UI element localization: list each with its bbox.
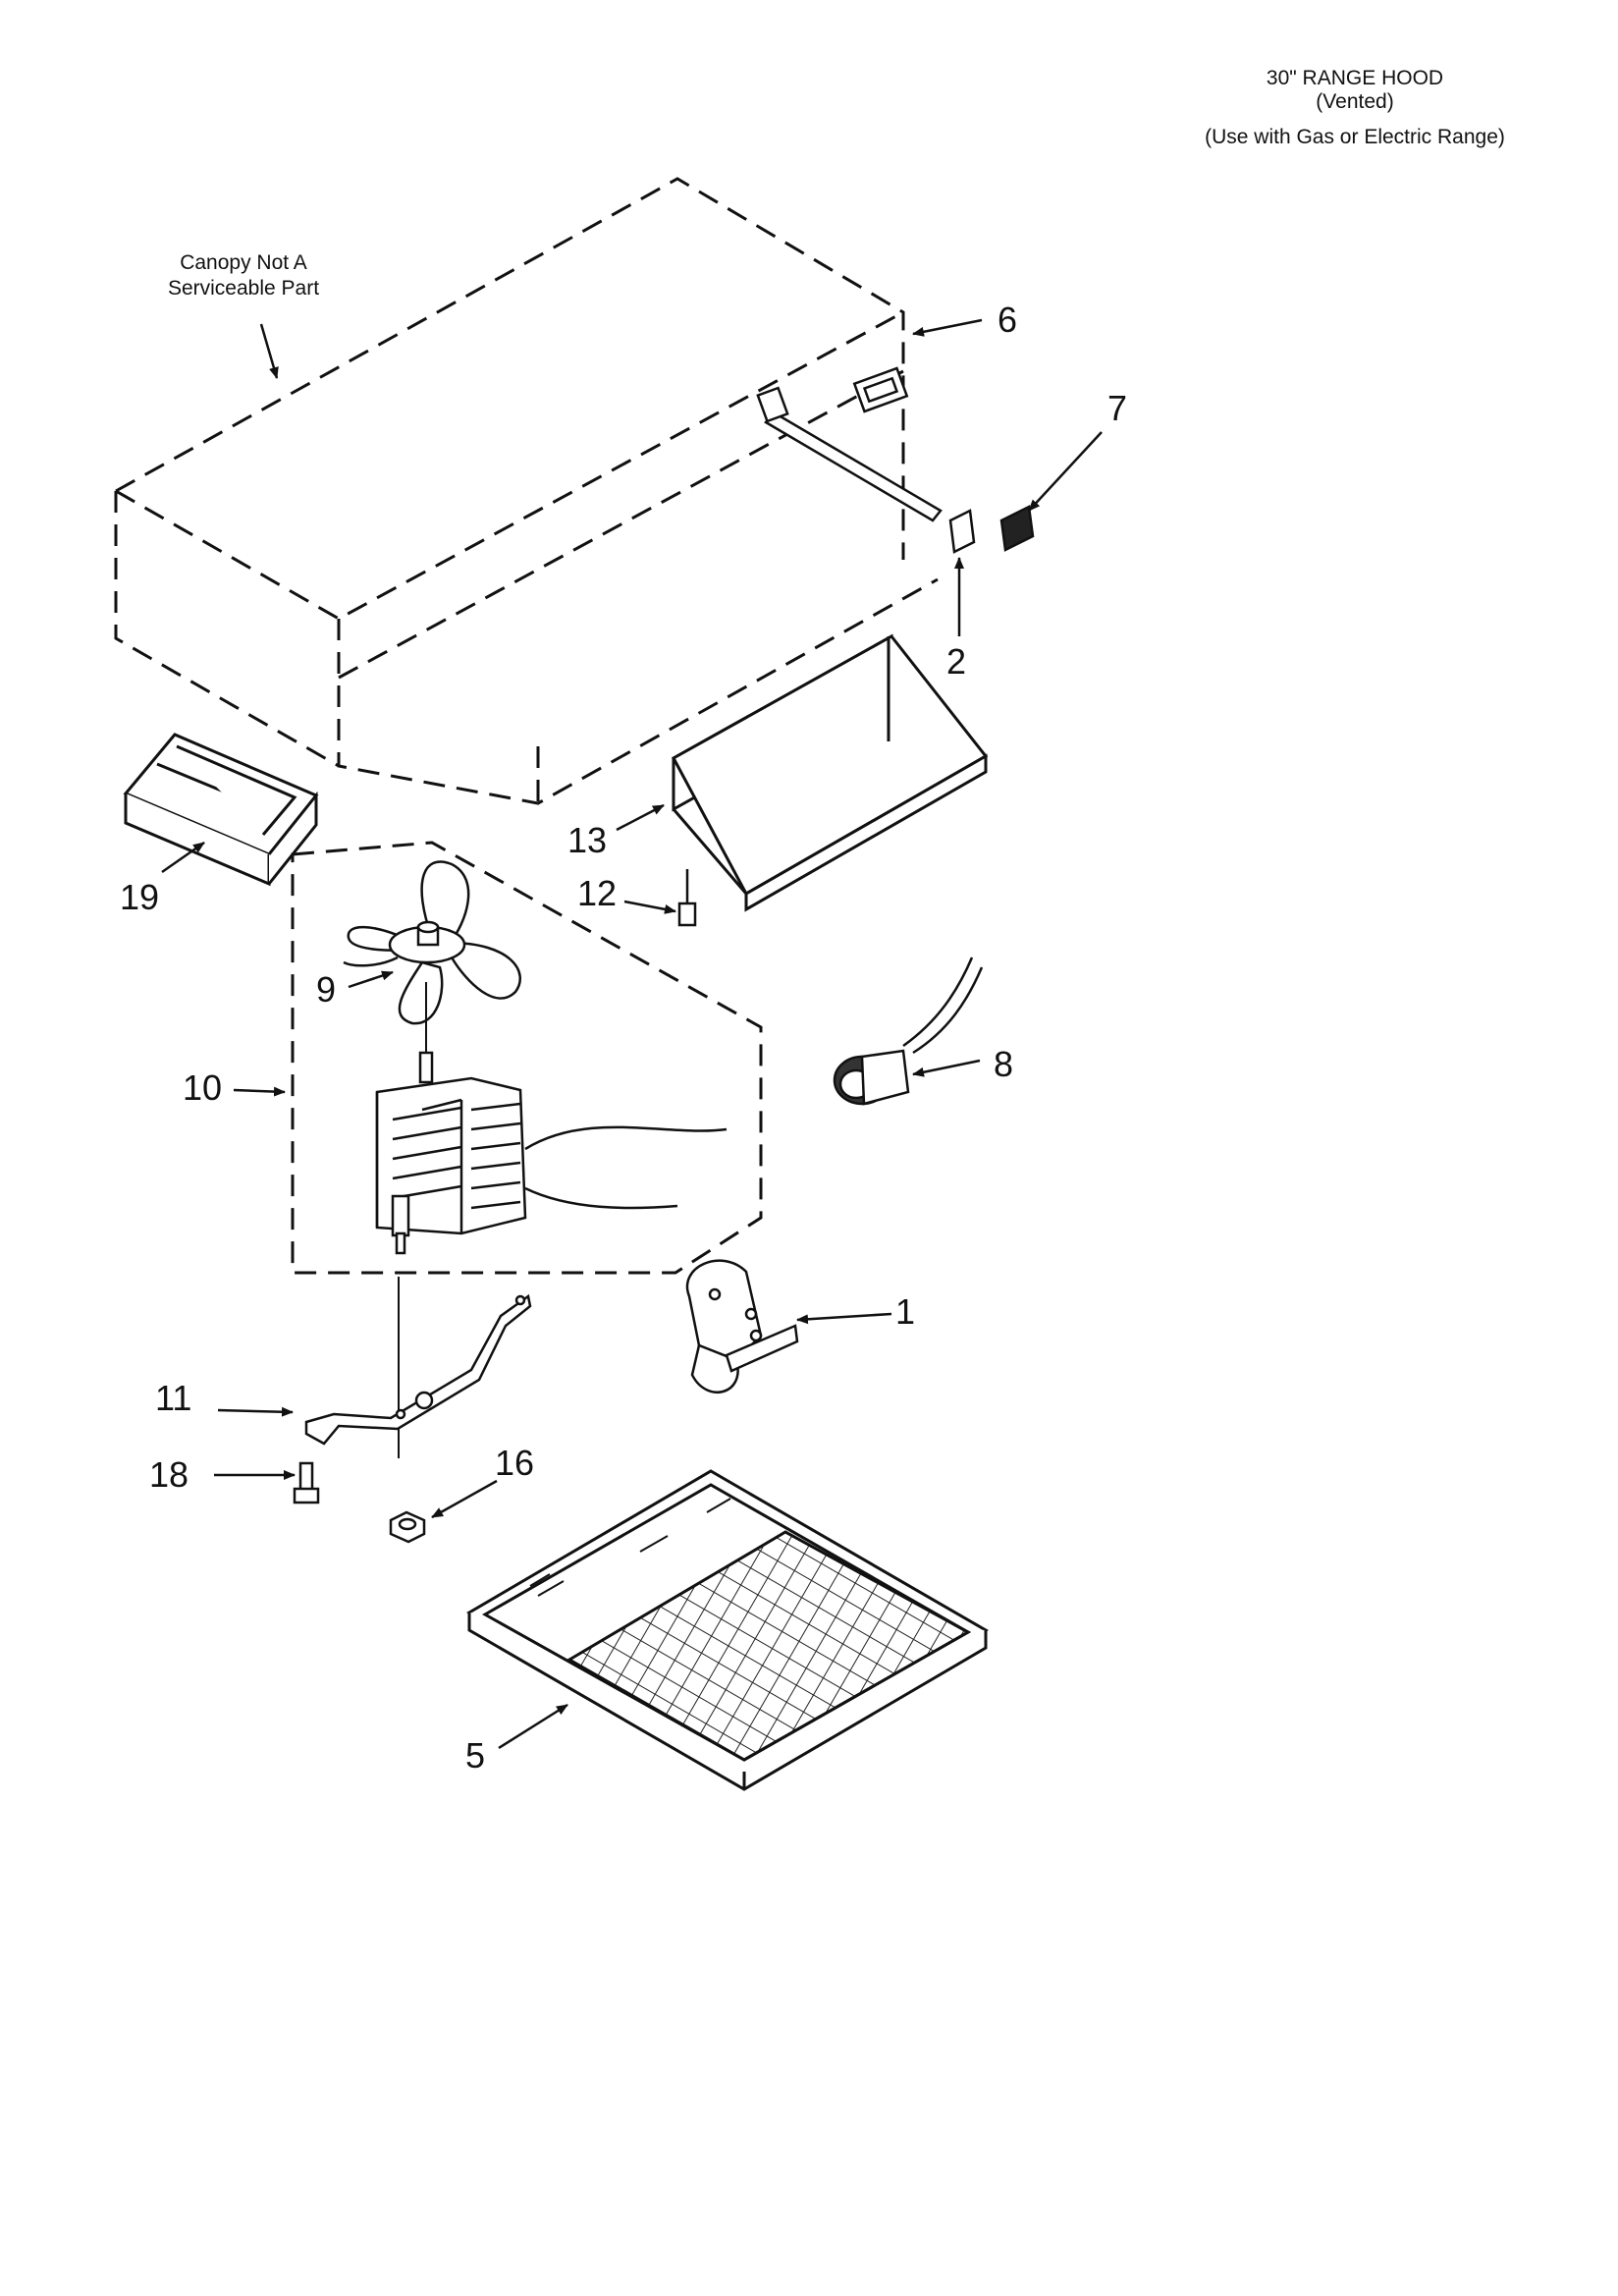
canopy-note-line2: Serviceable Part <box>167 277 320 300</box>
part-5-filter <box>466 1469 989 1791</box>
part-11-bracket <box>304 1293 532 1446</box>
switch-assembly <box>756 366 1035 554</box>
canopy-outline <box>114 177 939 805</box>
diagram-subtitle: (Vented) <box>1316 90 1394 113</box>
callout-9: 9 <box>316 969 337 1010</box>
diagram-title: 30" RANGE HOOD <box>1266 67 1444 89</box>
callout-2: 2 <box>946 641 967 682</box>
callout-5: 5 <box>465 1735 486 1776</box>
diagram-usage-note: (Use with Gas or Electric Range) <box>1205 126 1505 148</box>
callout-1: 1 <box>895 1291 916 1332</box>
callout-8: 8 <box>994 1044 1014 1084</box>
callout-18: 18 <box>149 1454 189 1495</box>
callout-11: 11 <box>155 1378 192 1418</box>
callout-arrows <box>161 318 1103 1750</box>
part-19-damper <box>123 733 319 887</box>
motor-assembly-outline <box>291 841 763 1275</box>
callout-12: 12 <box>577 873 618 913</box>
canopy-note-line1: Canopy Not A <box>180 251 307 274</box>
callout-13: 13 <box>567 820 608 860</box>
part-1-clamp <box>685 1259 799 1394</box>
callout-10: 10 <box>183 1067 223 1108</box>
part-9-fan-blade <box>343 860 521 1025</box>
part-12-screw <box>677 869 697 927</box>
part-13-housing <box>671 633 989 912</box>
callout-7: 7 <box>1107 388 1128 428</box>
callout-6: 6 <box>998 300 1018 340</box>
callout-16: 16 <box>495 1443 535 1483</box>
part-16-nut <box>389 1510 426 1544</box>
callout-19: 19 <box>120 877 160 917</box>
motor <box>375 1051 728 1255</box>
part-18-screw <box>293 1461 320 1504</box>
part-8-lamp-socket <box>833 957 984 1106</box>
